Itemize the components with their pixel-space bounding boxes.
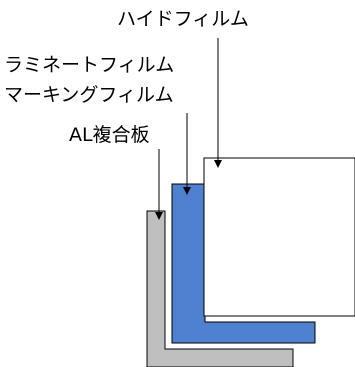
hide-film-layer (203, 157, 355, 317)
al-composite-label: AL複合板 (69, 124, 150, 146)
laminate-film-label: ラミネートフィルム (4, 54, 175, 76)
hide-film-label: ハイドフィルム (117, 8, 249, 30)
al-composite-panel (146, 210, 294, 367)
marking-film-label: マーキングフィルム (4, 84, 174, 106)
